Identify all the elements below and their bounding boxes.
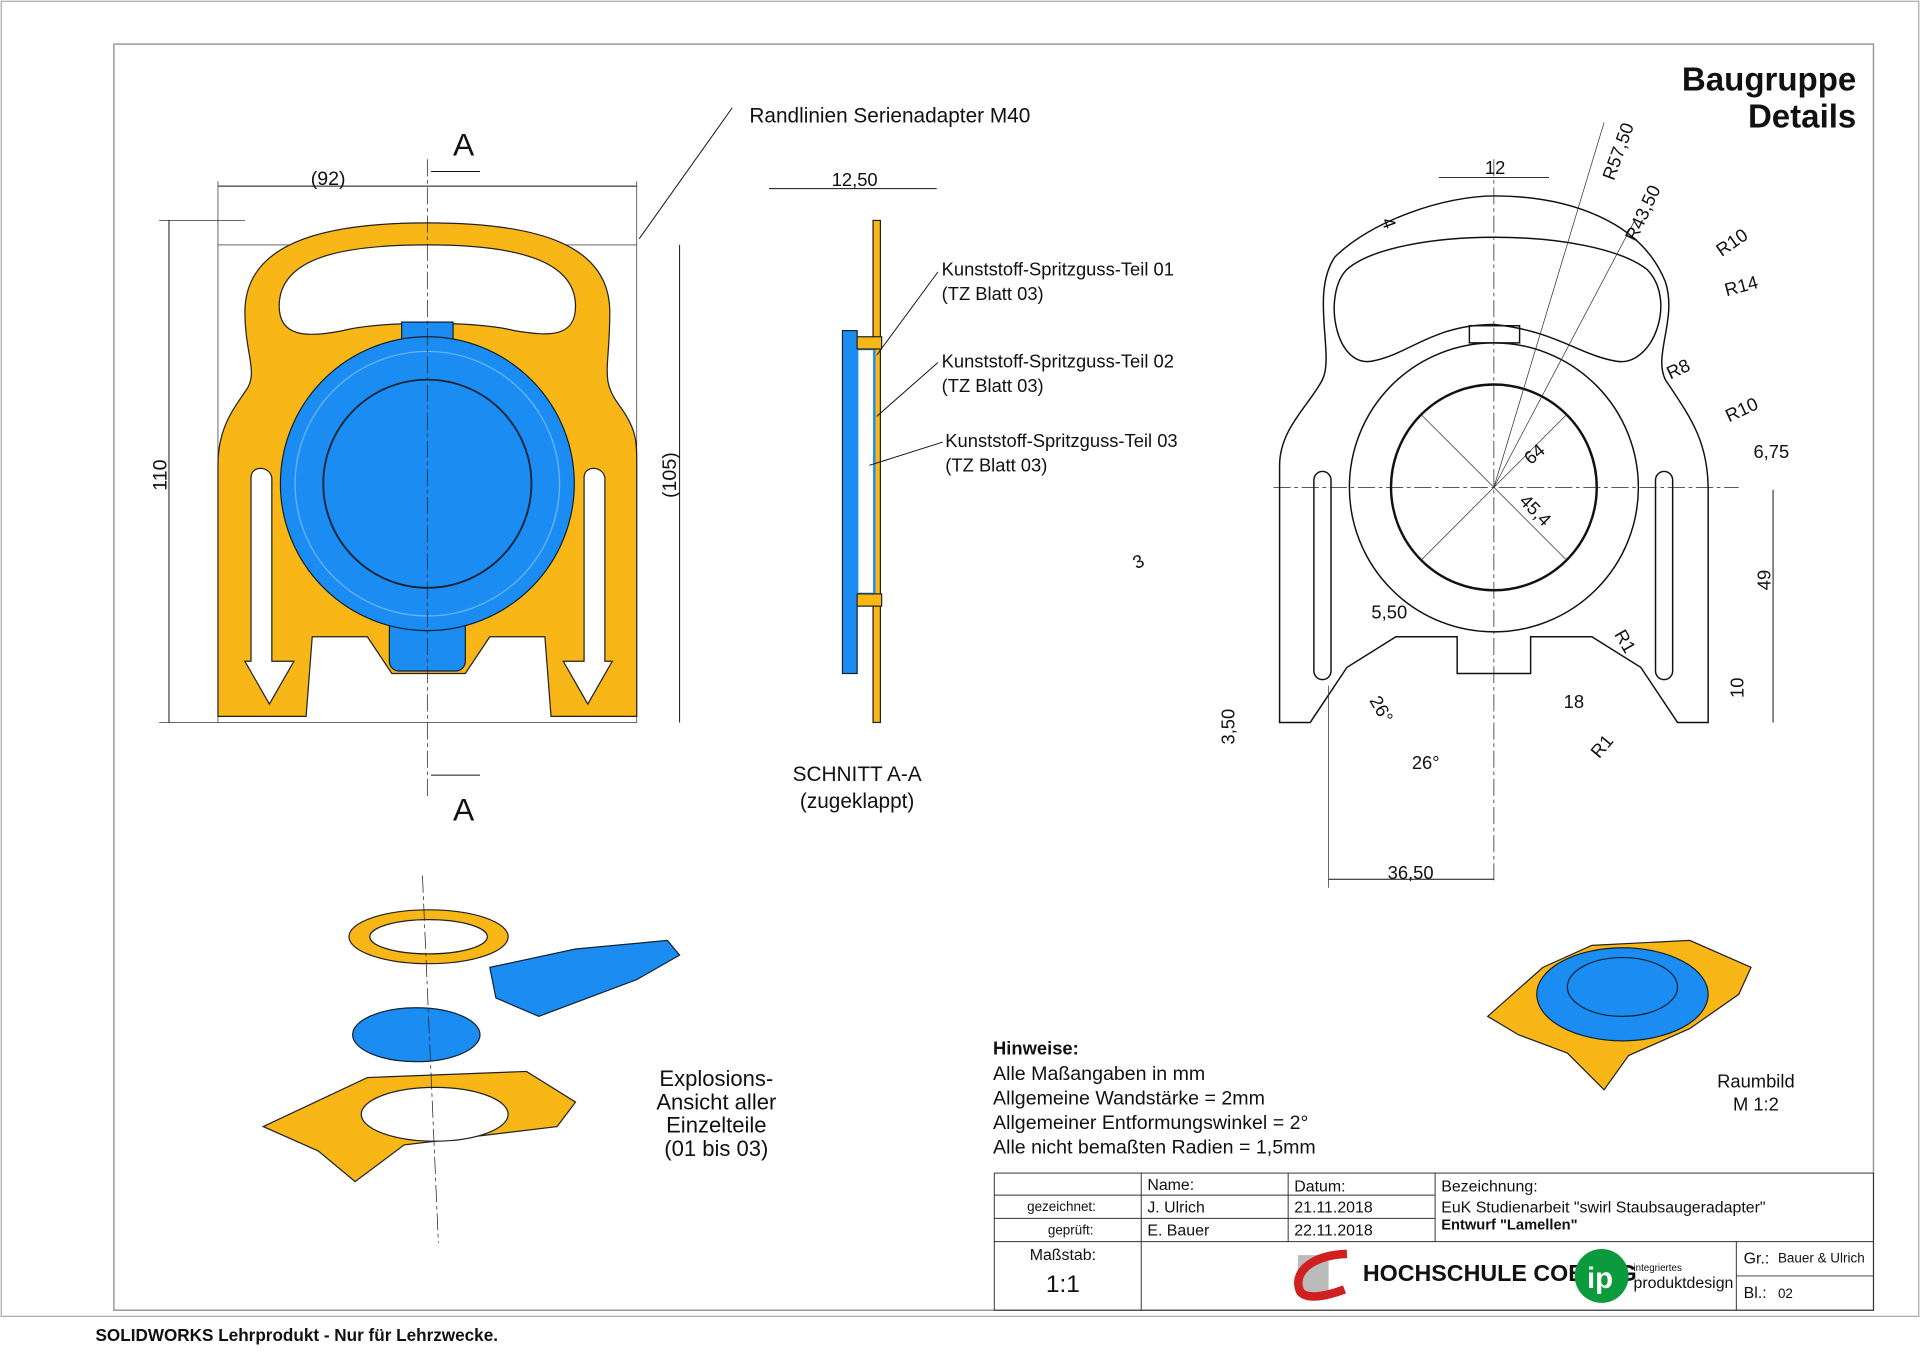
checked-label: geprüft:: [1048, 1222, 1094, 1237]
dim-r14: R14: [1722, 271, 1760, 300]
dim-r8: R8: [1663, 354, 1693, 383]
title-block: [993, 1172, 1874, 1311]
dim-wall: 4: [1377, 215, 1400, 232]
exploded-label-3: Einzelteile: [666, 1113, 766, 1138]
section-label-2: Kunststoff-Spritzguss-Teil 02: [942, 350, 1174, 371]
dim-36-50: 36,50: [1388, 862, 1434, 883]
dim-10: 10: [1727, 678, 1748, 698]
section-ref-2: (TZ Blatt 03): [942, 375, 1044, 396]
dim-45-4: 45,4: [1516, 490, 1556, 530]
section-caption: SCHNITT A-A: [793, 763, 922, 786]
dim-height: 110: [150, 459, 172, 490]
note-item: Alle Maßangaben in mm: [993, 1063, 1205, 1085]
logo-integriertes: integriertes: [1633, 1263, 1681, 1274]
note-item: Alle nicht bemaßten Radien = 1,5mm: [993, 1136, 1316, 1158]
title-line1: Baugruppe: [1682, 62, 1856, 99]
isometric-view: Raumbild M 1:2: [1486, 939, 1795, 1115]
dim-r1-bottom: R1: [1586, 730, 1617, 761]
iso-scale: M 1:2: [1733, 1094, 1779, 1115]
note-item: Allgemeine Wandstärke = 2mm: [993, 1088, 1265, 1110]
drawing-frame: [113, 43, 1875, 1311]
svg-text:ip: ip: [1587, 1262, 1613, 1295]
page-border: [0, 0, 1920, 1317]
footer-watermark: SOLIDWORKS Lehrprodukt - Nur für Lehrzwe…: [96, 1325, 498, 1345]
exploded-label-4: (01 bis 03): [664, 1136, 768, 1161]
section-caption-sub: (zugeklappt): [800, 790, 914, 813]
dim-r57: R57,50: [1598, 120, 1638, 183]
sheet-value: 02: [1778, 1286, 1793, 1301]
drawn-date: 21.11.2018: [1294, 1199, 1373, 1216]
section-label-1: Kunststoff-Spritzguss-Teil 01: [942, 259, 1174, 280]
dim-height-ref: (105): [659, 452, 681, 498]
section-ref-3: (TZ Blatt 03): [945, 454, 1047, 475]
drawn-label: gezeichnet:: [1027, 1199, 1096, 1214]
dim-angle-26: 26°: [1412, 752, 1440, 773]
section-mark-top: A: [453, 127, 475, 163]
dim-tab-width: 12: [1485, 157, 1505, 178]
sheet-label: Bl.:: [1744, 1285, 1767, 1302]
drawn-name: J. Ulrich: [1147, 1199, 1204, 1216]
scale-label: Maßstab:: [1030, 1247, 1096, 1264]
section-ref-1: (TZ Blatt 03): [942, 283, 1044, 304]
logo-produktdesign: produktdesign: [1633, 1275, 1733, 1292]
dim-r10-top: R10: [1712, 224, 1752, 261]
checked-name: E. Bauer: [1147, 1223, 1210, 1240]
detail-view: 12 R57,50 R43,50 4 R10 R14 R8 R10 6,75 6…: [1129, 120, 1789, 888]
group-value: Bauer & Ulrich: [1778, 1250, 1865, 1265]
scale-value: 1:1: [1046, 1271, 1080, 1298]
dim-5-50: 5,50: [1371, 601, 1407, 622]
dim-49: 49: [1754, 570, 1775, 590]
exploded-view: Explosions- Ansicht aller Einzelteile (0…: [261, 875, 776, 1243]
section-label-3: Kunststoff-Spritzguss-Teil 03: [945, 430, 1177, 451]
designation-line2: Entwurf "Lamellen": [1441, 1217, 1577, 1233]
front-view: (92) 110 (105) Randlinien Serienadapter …: [150, 104, 1031, 827]
exploded-label-1: Explosions-: [659, 1066, 773, 1091]
exploded-label-2: Ansicht aller: [656, 1089, 776, 1114]
dim-18: 18: [1564, 691, 1584, 712]
title-line2: Details: [1748, 98, 1856, 135]
notes-heading: Hinweise:: [993, 1037, 1079, 1058]
section-view: 12,50 Kunststoff-Spritzguss-Teil 01 (TZ …: [768, 169, 1178, 813]
section-mark-bottom: A: [453, 791, 475, 827]
title-block-text: Name: Datum: Bezeichnung: gezeichnet: J.…: [1027, 1177, 1865, 1303]
designation-header: Bezeichnung:: [1441, 1178, 1537, 1195]
dim-thickness: 12,50: [832, 169, 878, 190]
group-label: Gr.:: [1744, 1251, 1770, 1268]
notes: Hinweise: Alle Maßangaben in mm Allgemei…: [993, 1037, 1316, 1158]
dim-width: (92): [311, 168, 346, 190]
dim-64: 64: [1520, 439, 1549, 468]
note-item: Allgemeiner Entformungswinkel = 2°: [993, 1112, 1308, 1134]
produktdesign-logo: ip integriertes produktdesign: [1574, 1249, 1733, 1303]
date-header: Datum:: [1294, 1178, 1345, 1195]
dim-3-50: 3,50: [1217, 709, 1238, 745]
dim-angle-small: 26°: [1366, 692, 1398, 727]
callout-serienadapter: Randlinien Serienadapter M40: [749, 104, 1030, 127]
dim-3: 3: [1129, 550, 1147, 573]
checked-date: 22.11.2018: [1294, 1223, 1373, 1240]
dim-r10-side: R10: [1722, 393, 1761, 426]
iso-label: Raumbild: [1717, 1070, 1795, 1091]
dim-6-75: 6,75: [1753, 441, 1789, 462]
name-header: Name:: [1147, 1177, 1194, 1194]
designation-line1: EuK Studienarbeit "swirl Staubsaugeradap…: [1441, 1199, 1765, 1216]
dim-r43: R43,50: [1621, 182, 1665, 245]
